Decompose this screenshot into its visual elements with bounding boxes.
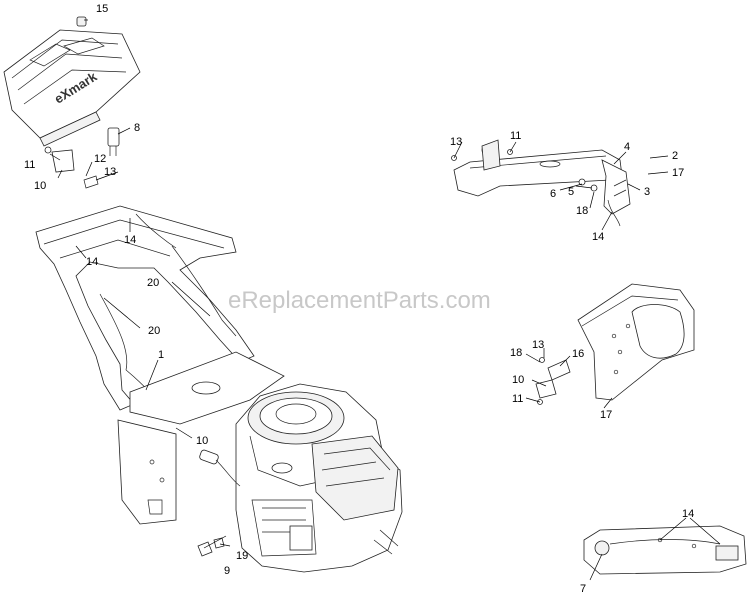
- callout-10-b: 10: [196, 435, 208, 447]
- handle-frame: [35, 205, 255, 411]
- callout-14-bottom: 14: [682, 508, 694, 520]
- callout-19: 19: [236, 550, 248, 562]
- callout-14-a: 14: [124, 234, 136, 246]
- callout-17-m: 17: [600, 409, 612, 421]
- side-cover-panel: [577, 283, 695, 401]
- callout-11-m: 11: [512, 393, 523, 405]
- callout-5: 5: [568, 186, 574, 198]
- callout-16: 16: [572, 348, 584, 360]
- callout-11: 11: [24, 159, 35, 171]
- callout-20-a: 20: [147, 277, 159, 289]
- callout-1: 1: [158, 349, 164, 361]
- engine: [235, 383, 403, 573]
- callout-14-r: 14: [592, 231, 604, 243]
- bracket-10-left: [44, 146, 99, 189]
- callout-13-m: 13: [532, 339, 544, 351]
- watermark: eReplacementParts.com: [228, 287, 491, 314]
- callout-6: 6: [550, 188, 556, 200]
- switch-8: [107, 127, 120, 156]
- callouts: 15 8 11 12 10 13 14 14 20 20 1 10 9 19 1…: [24, 3, 694, 595]
- deck-cover: [583, 525, 747, 575]
- callout-2: 2: [672, 150, 678, 162]
- clip-19: [213, 537, 225, 549]
- callout-10: 10: [34, 180, 46, 192]
- callout-17-r: 17: [672, 167, 684, 179]
- callout-11-r: 11: [510, 130, 521, 142]
- inline-filter-10: [199, 449, 241, 487]
- callout-12: 12: [94, 153, 106, 165]
- callout-7: 7: [580, 583, 586, 595]
- knob-15: [76, 16, 87, 27]
- callout-9: 9: [224, 565, 230, 577]
- callout-14-b: 14: [86, 256, 98, 268]
- cable-20: [99, 213, 237, 401]
- throttle-bracket: [451, 139, 631, 227]
- leader-lines: [49, 19, 721, 581]
- callout-18-r: 18: [576, 205, 588, 217]
- clamp-9: [197, 541, 213, 557]
- callout-15: 15: [96, 3, 108, 15]
- callout-3: 3: [644, 186, 650, 198]
- callout-18-m: 18: [510, 347, 522, 359]
- mounting-plate: [117, 351, 285, 525]
- control-panel-cover: eXmark: [3, 29, 141, 147]
- callout-10-m: 10: [512, 374, 524, 386]
- throttle-lever-16: [535, 357, 571, 405]
- callout-8: 8: [134, 122, 140, 134]
- callout-20-b: 20: [148, 325, 160, 337]
- callout-13: 13: [104, 166, 116, 178]
- callout-4: 4: [624, 141, 630, 153]
- callout-13-r: 13: [450, 136, 462, 148]
